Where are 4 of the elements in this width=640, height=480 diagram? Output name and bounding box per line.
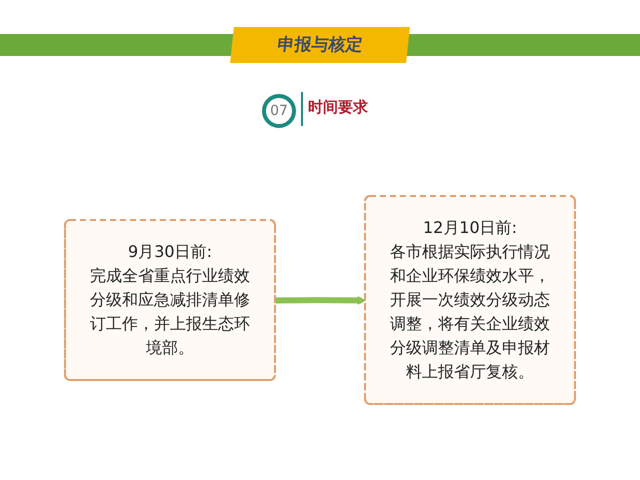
section-number: 07 <box>262 94 296 128</box>
arrow <box>275 296 366 305</box>
subsection-title: 时间要求 <box>308 98 368 117</box>
section-title: 申报与核定 <box>230 27 410 63</box>
